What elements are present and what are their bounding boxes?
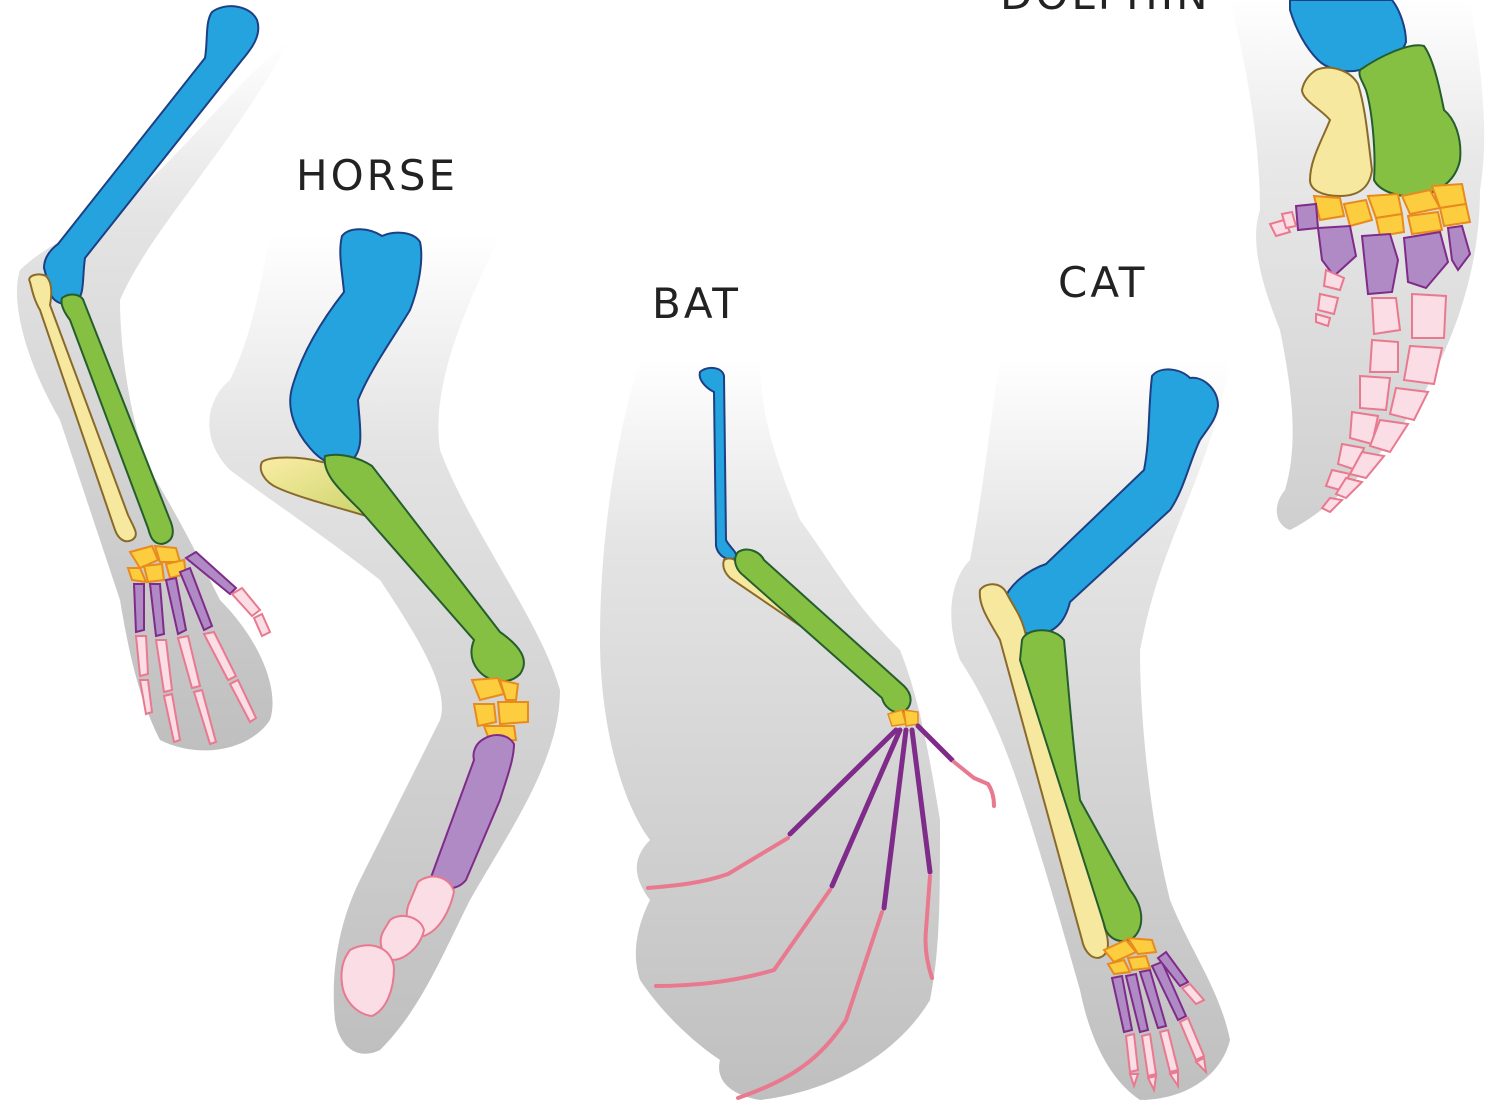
carpal-bone	[1440, 204, 1470, 226]
human-humerus	[44, 6, 258, 304]
carpal-bone	[474, 704, 496, 726]
metacarpal-bone	[1296, 204, 1318, 230]
carpal-bone	[1408, 212, 1442, 234]
phalanx-bone	[254, 614, 270, 636]
carpal-bone	[1128, 956, 1150, 970]
phalanx-bone	[1370, 340, 1398, 372]
phalanx-bone	[1412, 294, 1446, 338]
phalanx-bone	[1372, 298, 1400, 334]
carpal-bone	[904, 710, 918, 726]
carpal-bone	[155, 546, 180, 562]
bat-label: BAT	[652, 283, 741, 325]
phalanx-bone	[1318, 294, 1338, 314]
phalanx-bone	[1390, 388, 1428, 420]
bat-shadow	[600, 360, 940, 1100]
carpal-bone	[144, 564, 164, 582]
carpal-bone	[1344, 200, 1372, 226]
metacarpal-bone	[1362, 234, 1398, 294]
carpal-bone	[498, 702, 528, 724]
carpal-bone	[1376, 214, 1404, 236]
dolphin-label: DOLPHIN	[1000, 0, 1211, 16]
cat-label: CAT	[1058, 262, 1147, 304]
human-carpals	[128, 546, 186, 582]
phalanx-bone	[232, 588, 260, 616]
horse-label: HORSE	[296, 155, 458, 197]
phalanx-bone	[954, 762, 994, 806]
metacarpal-bone	[134, 584, 144, 632]
phalanx-bone	[1404, 346, 1442, 384]
carpal-bone	[1314, 196, 1344, 220]
bat-carpals	[888, 710, 918, 726]
phalanx-bone	[1360, 376, 1390, 410]
